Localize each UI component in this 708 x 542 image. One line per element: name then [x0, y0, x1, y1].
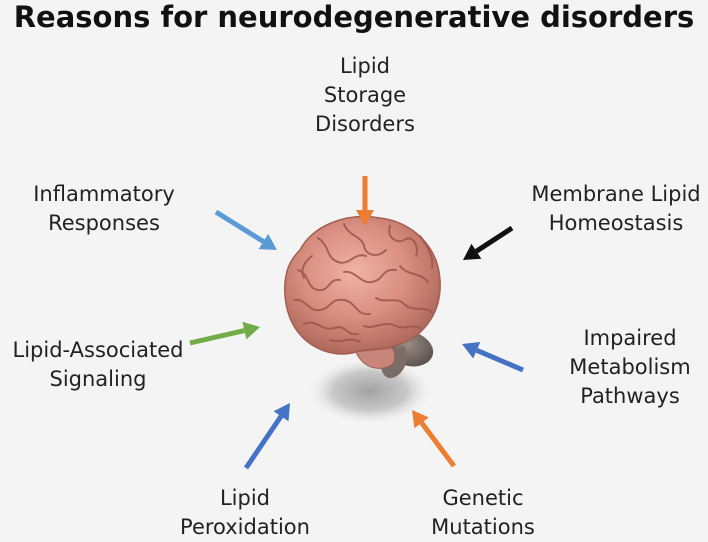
arrow-inflammatory — [214, 209, 277, 250]
label-lipid-signaling: Lipid-Associated Signaling — [0, 336, 196, 394]
label-inflammatory: Inflammatory Responses — [14, 180, 194, 238]
arrow-membrane-lipid — [463, 225, 514, 260]
label-line: Genetic — [442, 486, 524, 510]
arrow-lipid-peroxidation — [243, 403, 290, 470]
label-line: Membrane Lipid — [531, 182, 701, 206]
label-line: Storage — [323, 83, 407, 107]
label-line: Peroxidation — [180, 515, 310, 539]
label-lipid-peroxidation: Lipid Peroxidation — [170, 484, 320, 542]
arrow-genetic-mutations — [412, 410, 457, 468]
label-line: Responses — [48, 211, 160, 235]
label-line: Lipid — [219, 486, 271, 510]
label-line: Metabolism — [569, 355, 691, 379]
label-line: Pathways — [580, 384, 680, 408]
label-line: Mutations — [431, 515, 535, 539]
label-line: Inflammatory — [33, 182, 175, 206]
label-lipid-storage: Lipid Storage Disorders — [300, 52, 430, 139]
arrow-lipid-signaling — [189, 321, 260, 346]
brain-icon — [284, 215, 441, 379]
arrow-impaired-metabolism — [462, 341, 524, 373]
diagram-title: Reasons for neurodegenerative disorders — [13, 0, 695, 34]
brain-shadow — [308, 358, 432, 424]
label-membrane-lipid: Membrane Lipid Homeostasis — [528, 180, 704, 238]
label-line: Lipid — [339, 54, 391, 78]
label-genetic-mutations: Genetic Mutations — [418, 484, 548, 542]
arrow-lipid-storage — [356, 176, 374, 226]
label-impaired-metabolism: Impaired Metabolism Pathways — [556, 324, 704, 411]
label-line: Signaling — [49, 367, 147, 391]
label-line: Homeostasis — [548, 211, 684, 235]
label-line: Lipid-Associated — [12, 338, 184, 362]
label-line: Impaired — [583, 326, 677, 350]
label-line: Disorders — [315, 112, 415, 136]
